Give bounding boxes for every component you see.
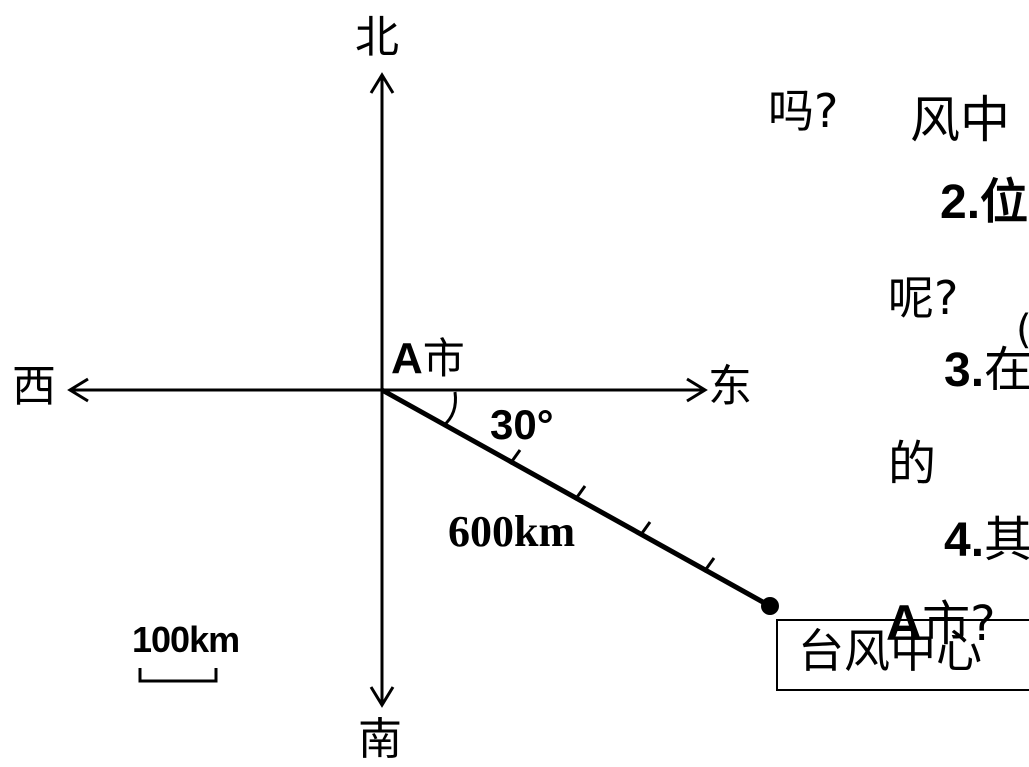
question-bottom-mark: ? (970, 596, 996, 652)
question-3: 3.在 (944, 346, 1029, 395)
typhoon-center-label: 台风中心 (798, 624, 982, 678)
distance-tick (508, 449, 522, 465)
question-2-number: 2. (940, 176, 981, 229)
question-4-glyph: 其 (984, 512, 1029, 568)
city-a-letter: A (391, 334, 423, 383)
typhoon-center-dot (761, 597, 779, 615)
question-bottom-fragment: A市? (886, 598, 996, 648)
angle-label: 30° (490, 401, 554, 448)
angle-arc (442, 391, 457, 428)
question-line-tail: 风中 (910, 91, 1010, 149)
west-label: 西 (12, 361, 56, 412)
question-paren-fragment: （ (1000, 4, 1029, 50)
distance-tick (573, 485, 587, 501)
distance-label: 600km (448, 507, 576, 556)
east-label: 东 (708, 361, 752, 412)
question-3-glyph: 在 (984, 342, 1029, 398)
scale-bar (138, 668, 218, 683)
north-arrowhead (369, 72, 395, 94)
question-paren-fragment-2: ( (1016, 310, 1029, 350)
north-label: 北 (355, 12, 399, 63)
question-2-glyph: 位 (980, 174, 1029, 230)
question-line-ne: 呢? (888, 271, 959, 325)
south-arrowhead (369, 686, 395, 708)
typhoon-center-box (776, 619, 1029, 691)
question-4-number: 4. (944, 514, 985, 567)
city-a-label: A市 (391, 337, 465, 381)
distance-tick (638, 521, 652, 537)
east-arrowhead (686, 377, 708, 403)
city-a-char: 市 (422, 334, 465, 383)
distance-tick (702, 557, 716, 573)
question-line-de: 的 (888, 436, 937, 492)
question-line-ma: 吗? (768, 84, 839, 138)
question-3-number: 3. (944, 344, 985, 397)
scale-label: 100km (132, 619, 240, 660)
south-label: 南 (358, 714, 402, 765)
question-4: 4.其 (944, 516, 1029, 565)
question-2: 2.位 (940, 178, 1028, 227)
question-bottom-a: A (886, 595, 923, 651)
question-bottom-shi: 市 (922, 596, 971, 652)
west-arrowhead (67, 377, 89, 403)
